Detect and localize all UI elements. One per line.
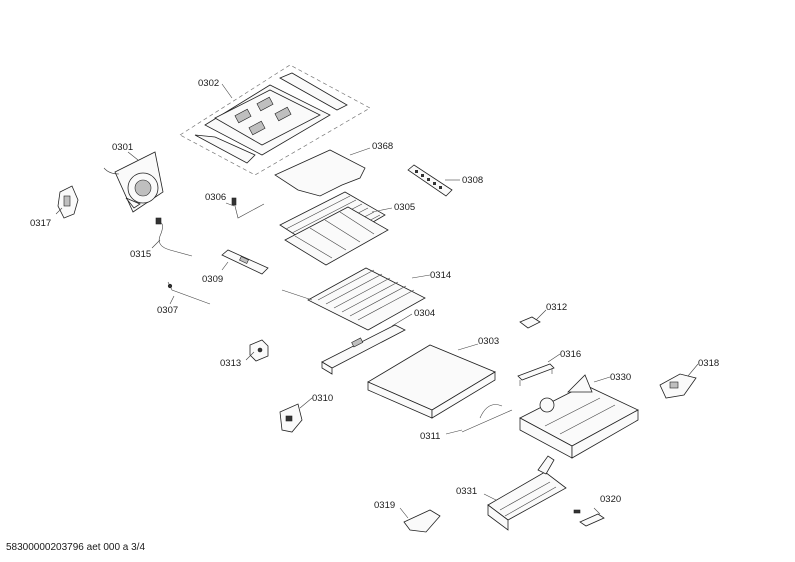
part-0307-rod: [167, 281, 211, 305]
callout-0317: 0317: [30, 218, 51, 229]
callout-0368: 0368: [372, 141, 393, 152]
callout-0301: 0301: [112, 142, 133, 153]
part-0318-latch: [659, 373, 697, 399]
callout-0310: 0310: [312, 393, 333, 404]
callout-0320: 0320: [600, 494, 621, 505]
part-0310-bracket: [279, 403, 303, 433]
callout-0306: 0306: [205, 192, 226, 203]
callout-0319: 0319: [374, 500, 395, 511]
callout-0308: 0308: [462, 175, 483, 186]
part-0309-bracket: [221, 249, 269, 275]
document-footer-id: 58300000203796 aet 000 a 3/4: [6, 542, 146, 553]
part-0301-fan: [103, 151, 164, 213]
part-0312-block: [519, 316, 541, 329]
callout-0309: 0309: [202, 274, 223, 285]
part-0302-cover: [179, 64, 371, 176]
part-0311-rod: [461, 404, 513, 433]
part-0305-evaporator: [279, 191, 389, 266]
part-0304-channel: [321, 324, 406, 375]
part-0308-strip: [407, 164, 453, 197]
part-0330-housing: [519, 374, 639, 459]
part-0317-clip: [57, 185, 79, 219]
callout-0303: 0303: [478, 336, 499, 347]
part-0306-sensor: [231, 197, 265, 219]
callout-0313: 0313: [220, 358, 241, 369]
callout-0315: 0315: [130, 249, 151, 260]
part-0331-drawer: [487, 455, 567, 531]
callout-0302: 0302: [198, 78, 219, 89]
callout-0307: 0307: [157, 305, 178, 316]
callout-0304: 0304: [414, 308, 435, 319]
part-0303-tray: [367, 344, 496, 419]
callout-0312: 0312: [546, 302, 567, 313]
callout-0318: 0318: [698, 358, 719, 369]
callout-0314: 0314: [430, 270, 451, 281]
part-0315-cable: [155, 217, 193, 257]
part-0316-handle: [517, 363, 555, 386]
part-0368-pad: [274, 149, 366, 197]
callout-0305: 0305: [394, 202, 415, 213]
part-0320-small: [573, 509, 605, 527]
callout-0331: 0331: [456, 486, 477, 497]
part-0314-heater: [281, 267, 426, 331]
callout-0330: 0330: [610, 372, 631, 383]
part-0313-cube: [249, 339, 269, 362]
part-0319-piece: [403, 509, 441, 533]
callout-0316: 0316: [560, 349, 581, 360]
callout-0311: 0311: [420, 431, 440, 442]
